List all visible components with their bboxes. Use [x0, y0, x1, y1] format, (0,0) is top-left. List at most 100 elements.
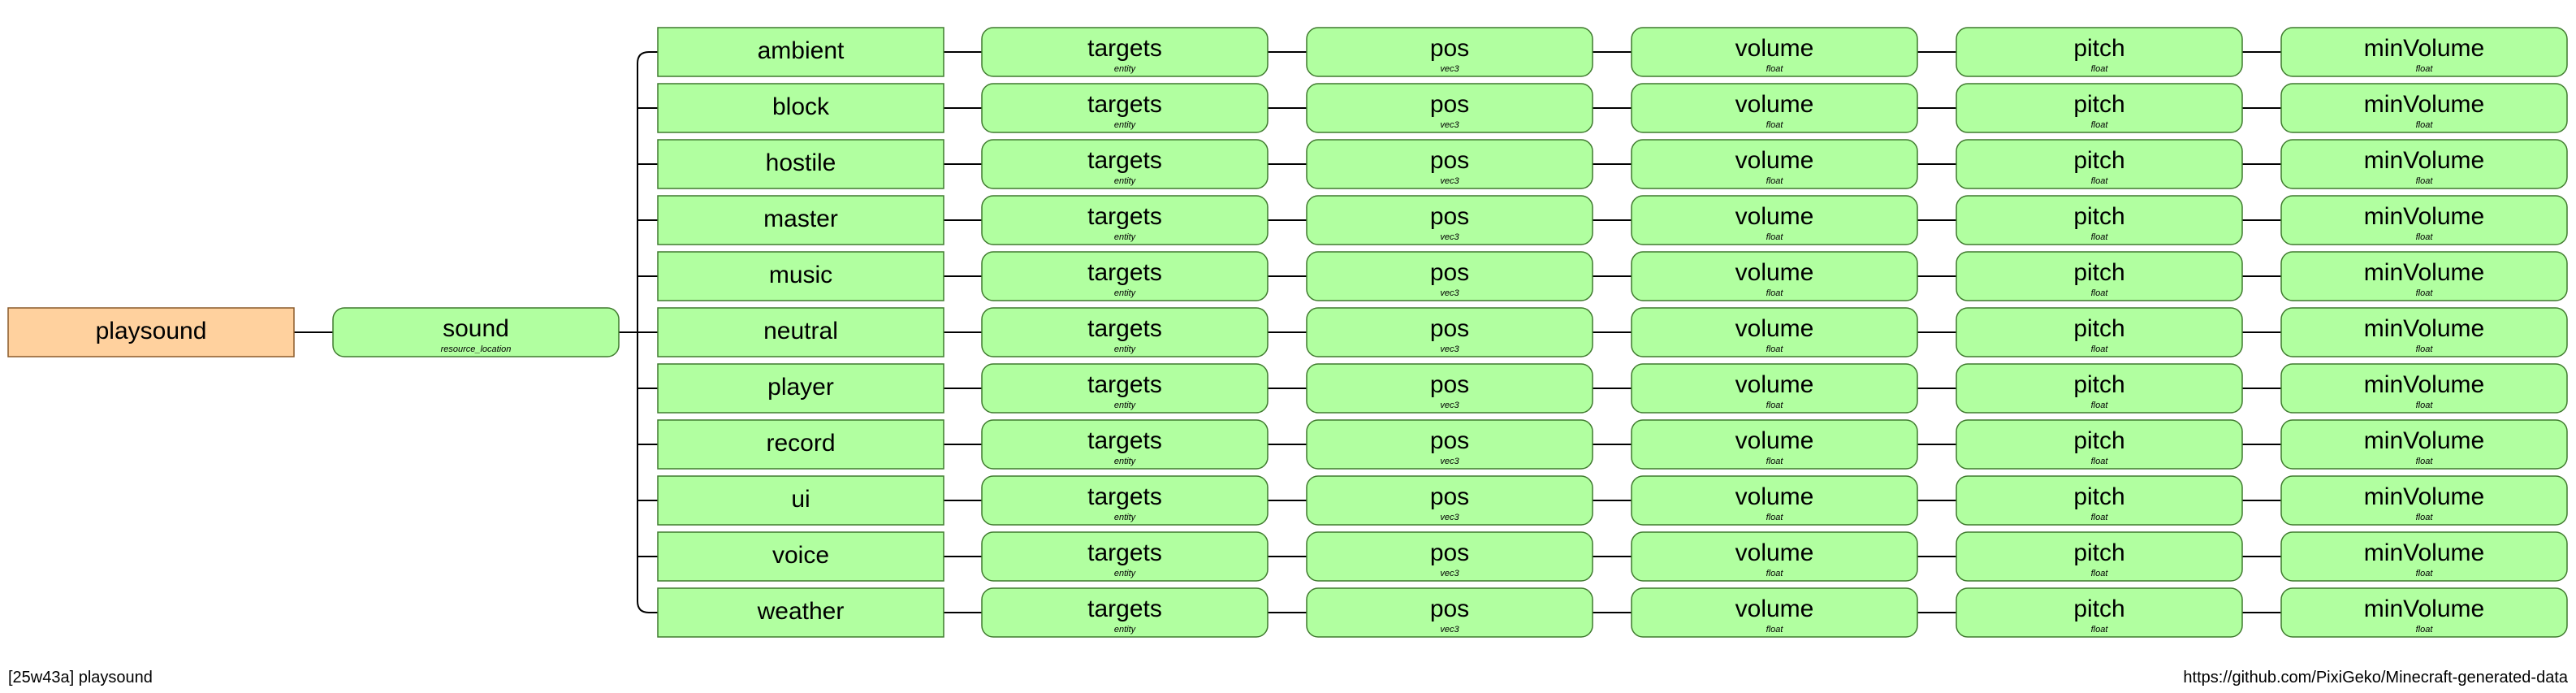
- argument-node-label: targets: [1087, 203, 1162, 230]
- argument-type-label: float: [2416, 232, 2434, 242]
- argument-node-label: pos: [1430, 35, 1469, 62]
- argument-node-targets: [981, 419, 1269, 470]
- argument-node-label: targets: [1087, 91, 1162, 118]
- argument-type-label: float: [1766, 232, 1784, 242]
- argument-node-pitch: [1956, 139, 2243, 189]
- literal-node-block: [657, 83, 944, 133]
- argument-type-label: float: [2416, 120, 2434, 130]
- argument-node-label: minVolume: [2364, 147, 2484, 174]
- argument-type-label: entity: [1114, 457, 1137, 466]
- argument-node-volume: [1631, 139, 1918, 189]
- argument-node-label: pos: [1430, 427, 1469, 454]
- literal-node-neutral: [657, 307, 944, 357]
- argument-type-label: float: [1766, 288, 1784, 298]
- argument-type-label: float: [2091, 176, 2109, 186]
- argument-type-label: resource_location: [441, 344, 512, 354]
- argument-node-label: volume: [1735, 91, 1814, 118]
- argument-node-label: minVolume: [2364, 483, 2484, 510]
- argument-node-label: targets: [1087, 35, 1162, 62]
- argument-node-volume: [1631, 83, 1918, 133]
- argument-node-volume: [1631, 251, 1918, 301]
- argument-node-volume: [1631, 531, 1918, 582]
- argument-node-label: volume: [1735, 259, 1814, 286]
- literal-node-label: voice: [772, 542, 829, 569]
- argument-type-label: float: [1766, 344, 1784, 354]
- argument-node-label: pos: [1430, 259, 1469, 286]
- argument-node-label: minVolume: [2364, 91, 2484, 118]
- argument-node-targets: [981, 27, 1269, 77]
- argument-node-pos: [1306, 83, 1593, 133]
- literal-node-label: player: [767, 374, 834, 401]
- argument-type-label: entity: [1114, 288, 1137, 298]
- argument-node-pos: [1306, 531, 1593, 582]
- argument-node-label: volume: [1735, 203, 1814, 230]
- argument-node-pos: [1306, 587, 1593, 638]
- argument-node-label: pitch: [2073, 483, 2124, 510]
- literal-node-hostile: [657, 139, 944, 189]
- argument-type-label: float: [2416, 457, 2434, 466]
- argument-node-sound: [332, 307, 620, 357]
- argument-node-label: targets: [1087, 427, 1162, 454]
- argument-type-label: float: [2091, 401, 2109, 410]
- argument-type-label: vec3: [1440, 176, 1459, 186]
- argument-type-label: float: [2091, 64, 2109, 74]
- argument-type-label: vec3: [1440, 120, 1459, 130]
- argument-node-label: minVolume: [2364, 35, 2484, 62]
- argument-node-label: targets: [1087, 315, 1162, 342]
- root-node-playsound: [7, 307, 295, 357]
- argument-node-label: pos: [1430, 315, 1469, 342]
- argument-node-label: pitch: [2073, 596, 2124, 622]
- argument-node-minvolume: [2280, 195, 2568, 245]
- argument-node-volume: [1631, 587, 1918, 638]
- root-node-label: playsound: [96, 318, 207, 344]
- argument-node-label: volume: [1735, 35, 1814, 62]
- literal-node-label: block: [772, 93, 830, 120]
- argument-type-label: float: [2416, 344, 2434, 354]
- argument-node-label: volume: [1735, 596, 1814, 622]
- argument-node-label: pitch: [2073, 35, 2124, 62]
- argument-type-label: entity: [1114, 569, 1137, 578]
- argument-node-label: pitch: [2073, 91, 2124, 118]
- argument-node-label: pitch: [2073, 371, 2124, 398]
- argument-type-label: float: [2091, 232, 2109, 242]
- footer-source-link[interactable]: https://github.com/PixiGeko/Minecraft-ge…: [2183, 669, 2568, 687]
- argument-node-targets: [981, 251, 1269, 301]
- argument-type-label: float: [1766, 120, 1784, 130]
- argument-type-label: float: [2091, 344, 2109, 354]
- argument-node-label: pitch: [2073, 315, 2124, 342]
- argument-node-pitch: [1956, 27, 2243, 77]
- argument-type-label: vec3: [1440, 288, 1459, 298]
- argument-type-label: entity: [1114, 232, 1137, 242]
- argument-node-minvolume: [2280, 83, 2568, 133]
- argument-type-label: vec3: [1440, 625, 1459, 635]
- argument-node-pos: [1306, 27, 1593, 77]
- argument-node-label: sound: [443, 315, 509, 342]
- argument-type-label: float: [2091, 513, 2109, 522]
- argument-node-pitch: [1956, 251, 2243, 301]
- argument-type-label: vec3: [1440, 569, 1459, 578]
- argument-node-label: pos: [1430, 596, 1469, 622]
- argument-node-label: targets: [1087, 539, 1162, 566]
- argument-type-label: vec3: [1440, 401, 1459, 410]
- literal-node-label: ambient: [758, 37, 845, 64]
- argument-node-pitch: [1956, 363, 2243, 414]
- argument-type-label: float: [1766, 64, 1784, 74]
- literal-node-label: weather: [757, 598, 845, 625]
- argument-type-label: float: [2416, 569, 2434, 578]
- argument-node-pitch: [1956, 83, 2243, 133]
- argument-node-label: pitch: [2073, 147, 2124, 174]
- argument-node-volume: [1631, 475, 1918, 526]
- argument-node-targets: [981, 363, 1269, 414]
- argument-node-label: minVolume: [2364, 203, 2484, 230]
- literal-node-label: hostile: [766, 149, 836, 176]
- argument-node-label: pitch: [2073, 427, 2124, 454]
- argument-node-label: volume: [1735, 315, 1814, 342]
- argument-node-pos: [1306, 195, 1593, 245]
- argument-node-label: targets: [1087, 259, 1162, 286]
- literal-node-ui: [657, 475, 944, 526]
- argument-node-pitch: [1956, 195, 2243, 245]
- argument-type-label: float: [1766, 513, 1784, 522]
- argument-type-label: entity: [1114, 176, 1137, 186]
- literal-node-player: [657, 363, 944, 414]
- argument-type-label: entity: [1114, 344, 1137, 354]
